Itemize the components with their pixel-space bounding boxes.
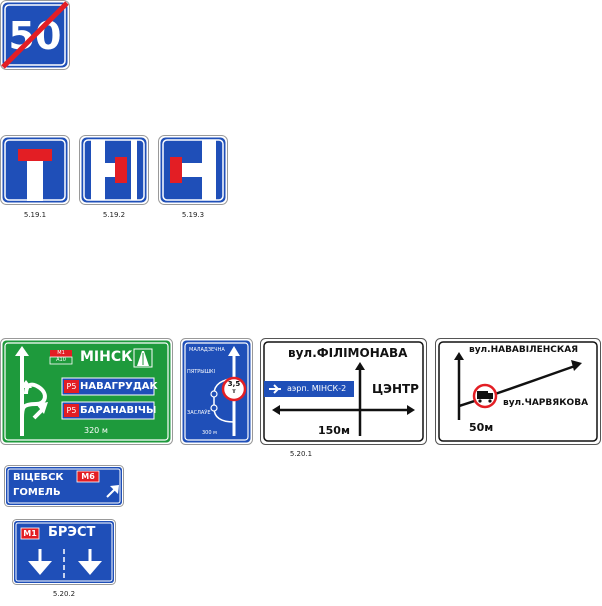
vitsebsk-direction-sign: ВІЦЕБСК ГОМЕЛЬ М6 [4, 465, 124, 507]
weight-limit-value: 3,5 [227, 380, 241, 388]
brest-lane-sign: М1 БРЭСТ [12, 519, 116, 585]
caption-5-20-2: 5.20.2 [52, 590, 76, 598]
city-brest: БРЭСТ [48, 525, 96, 540]
route-r5-label-1: Р5 [66, 382, 77, 391]
arrow-down-icon-left [28, 549, 52, 575]
weight-detour-sign: МАЛАДЗЕЧНА ПЯТРЫШКІ ЗАСЛАЎЕ 3,5 т 300 м [180, 338, 253, 445]
street-charvyakova: вул.ЧАРВЯКОВА [503, 398, 589, 408]
route-a10-label: A10 [56, 357, 66, 363]
street-navavilenskaya: вул.НАВАВІЛЕНСКАЯ [469, 345, 579, 355]
label-zaslaue: ЗАСЛАЎЕ [187, 410, 211, 416]
distance-300m: 300 м [202, 430, 217, 436]
navavilenskaya-sign: вул.НАВАВІЛЕНСКАЯ вул.ЧАРВЯКОВА 50м [435, 338, 602, 445]
dead-end-sign-3 [158, 135, 228, 205]
route-m1-label: M1 [57, 350, 65, 356]
distance-150m: 150м [318, 424, 350, 437]
dead-end-sign-2 [79, 135, 149, 205]
caption-5-19-2: 5.19.2 [102, 211, 126, 219]
center-label: ЦЭНТР [372, 382, 419, 396]
destination-navagrudak: НАВАГРУДАК [80, 381, 158, 392]
caption-5-20-1: 5.20.1 [289, 450, 313, 458]
label-pyatryshki: ПЯТРЫШКІ [187, 369, 216, 375]
caption-5-19-3: 5.19.3 [181, 211, 205, 219]
weight-limit-unit: т [232, 388, 236, 395]
city-vitsebsk: ВІЦЕБСК [13, 472, 64, 483]
end-speed-limit-sign: 50 [0, 0, 70, 70]
distance-320m: 320 м [84, 426, 108, 435]
airplane-icon [268, 383, 282, 395]
arrow-down-icon-right [78, 549, 102, 575]
minsk-direction-sign: M1 A10 МІНСК Р5 НАВАГРУДАК Р5 БАРАНАВІЧЫ… [0, 338, 173, 445]
route-m1-badge: М1 [23, 529, 37, 538]
caption-5-19-1: 5.19.1 [23, 211, 47, 219]
arrow-up-right-icon [105, 484, 120, 499]
route-m6-label: М6 [81, 472, 95, 481]
filimonava-sign: вул.ФІЛІМОНАВА аэрп. МІНСК-2 ЦЭНТР 150м [260, 338, 427, 445]
destination-baranavichy: БАРАНАВІЧЫ [80, 405, 157, 416]
route-r5-label-2: Р5 [66, 406, 77, 415]
no-trucks-icon [474, 385, 496, 407]
airport-minsk-2: аэрп. МІНСК-2 [287, 384, 347, 393]
dead-end-sign-1 [0, 135, 70, 205]
city-gomel: ГОМЕЛЬ [13, 487, 61, 498]
label-maladzechna: МАЛАДЗЕЧНА [189, 347, 225, 353]
distance-50m: 50м [469, 421, 494, 434]
street-filimonava: вул.ФІЛІМОНАВА [288, 346, 408, 360]
motorway-icon [134, 349, 152, 367]
city-minsk: МІНСК [80, 349, 133, 365]
